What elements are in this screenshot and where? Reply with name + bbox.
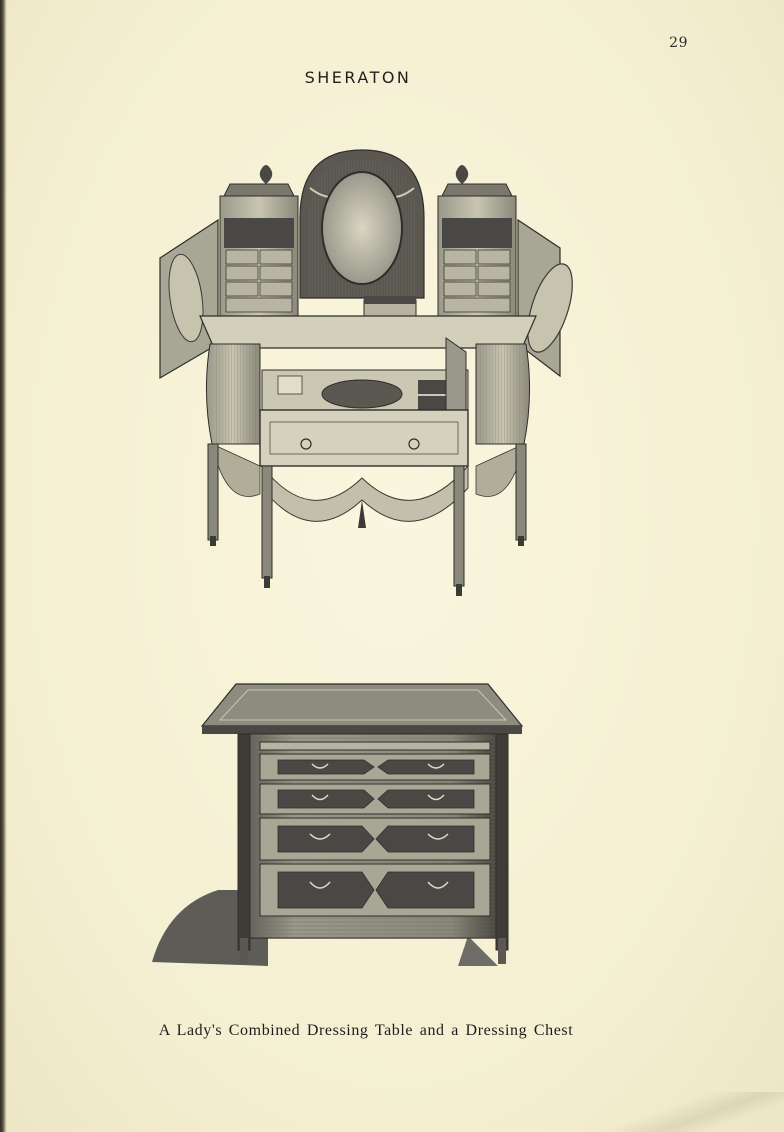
paper-stain: [584, 1092, 784, 1132]
plate-caption: A Lady's Combined Dressing Table and a D…: [158, 1022, 574, 1039]
oval-mirror: [321, 171, 403, 285]
dressing-table-illustration: [159, 149, 573, 596]
dressing-chest-illustration: [152, 683, 524, 966]
page-spine-edge: [0, 0, 7, 1132]
running-head: SHERATON: [304, 68, 412, 87]
page-number: 29: [669, 35, 688, 51]
